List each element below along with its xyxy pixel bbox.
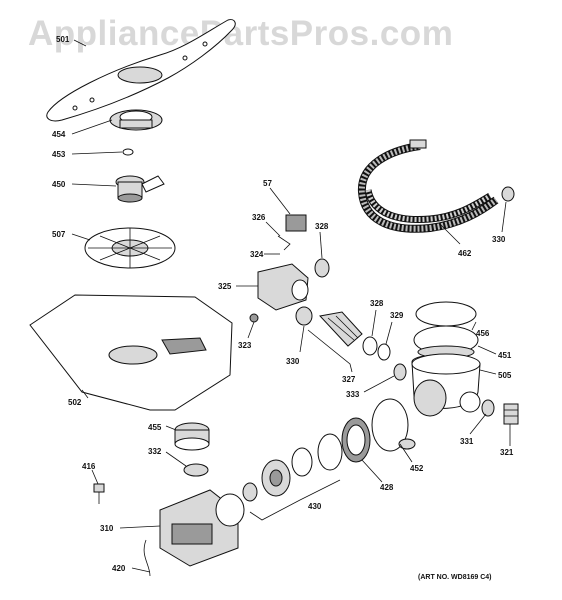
callout-329: 329 [390,311,404,320]
part-ring-328b [362,336,378,356]
leader-lines [71,39,511,573]
part-spray-arm-501 [46,19,236,122]
callout-324: 324 [250,250,264,259]
callout-462: 462 [458,249,472,258]
part-bearing-454 [109,109,163,131]
callout-420: 420 [112,564,126,573]
part-pump-325 [257,263,309,311]
callout-333: 333 [346,390,360,399]
part-harness-420 [143,539,151,577]
callout-416: 416 [82,462,96,471]
part-screen-502 [29,294,233,411]
part-valve-321 [503,403,519,425]
part-clamp-330b [501,186,515,202]
part-clamp-331 [481,399,495,417]
callout-328-upper: 328 [315,222,329,231]
callout-331: 331 [460,437,474,446]
part-label-57 [285,214,307,232]
callout-456: 456 [476,329,490,338]
part-bolt-416 [93,483,105,504]
callout-505: 505 [498,371,512,380]
part-clamp-452 [371,398,416,452]
callout-428: 428 [380,483,394,492]
callout-323: 323 [238,341,252,350]
callout-330-left: 330 [286,357,300,366]
callout-453: 453 [52,150,66,159]
part-seal-451 [413,325,479,359]
part-seal-428 [341,417,371,463]
callout-507: 507 [52,230,66,239]
watermark: AppliancePartsPros.com [28,14,454,53]
callout-328-lower: 328 [370,299,384,308]
part-impeller-assembly-430 [242,433,343,502]
part-clamp-326 [277,235,291,251]
callout-450: 450 [52,180,66,189]
callout-452: 452 [410,464,424,473]
callout-325: 325 [218,282,232,291]
callout-330-right: 330 [492,235,506,244]
part-hose-327 [319,311,363,347]
part-clamp-333 [393,363,407,381]
callout-310: 310 [100,524,114,533]
part-motor-310 [159,489,245,567]
part-ring-329 [377,343,391,361]
callout-451: 451 [498,351,512,360]
callout-326: 326 [252,213,266,222]
part-nut-323 [249,313,259,323]
callout-455: 455 [148,423,162,432]
part-oring-453 [122,148,134,156]
callout-430: 430 [308,502,322,511]
part-gasket-456 [415,301,477,327]
callout-501: 501 [56,35,70,44]
part-grommet-328a [314,258,330,278]
callout-57: 57 [263,179,272,188]
art-number: (ART NO. WD8169 C4) [418,574,492,581]
callout-502: 502 [68,398,82,407]
callout-327: 327 [342,375,356,384]
callout-labels: 501 454 453 450 507 57 326 328 324 325 3… [52,35,514,573]
callout-321: 321 [500,448,514,457]
part-clamp-332 [183,463,209,477]
part-manifold-450 [115,175,165,203]
callout-332: 332 [148,447,162,456]
part-clamp-330a [295,306,313,326]
callout-454: 454 [52,130,66,139]
part-filter-507 [84,227,176,269]
part-drain-hose-462 [357,139,499,233]
part-strainer-455 [174,422,210,451]
part-sump-505 [411,353,481,417]
